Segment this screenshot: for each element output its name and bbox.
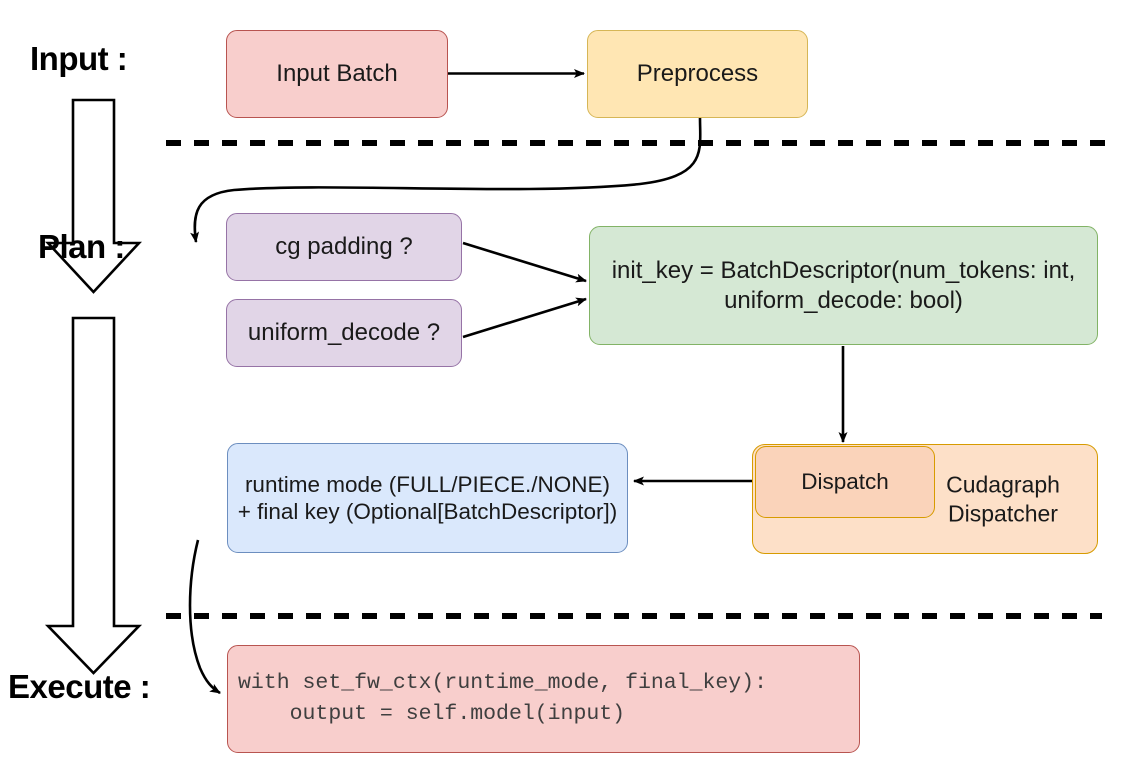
node-runtime-mode-line2: + final key (Optional[BatchDescriptor]) xyxy=(237,499,618,524)
node-init-key[interactable]: init_key = BatchDescriptor(num_tokens: i… xyxy=(589,226,1098,345)
arrow-cg-padding-to-init-key xyxy=(462,241,587,283)
node-cudagraph-dispatcher-label: Cudagraph Dispatcher xyxy=(921,470,1085,528)
node-init-key-line2: uniform_decode: bool) xyxy=(724,286,963,314)
plan-to-execute-arrow xyxy=(44,316,143,675)
cudagraph-dispatcher-line2: Dispatcher xyxy=(948,500,1058,526)
node-runtime-mode[interactable]: runtime mode (FULL/PIECE./NONE) + final … xyxy=(227,443,628,553)
node-dispatch[interactable]: Dispatch xyxy=(755,446,935,518)
node-init-key-line1: init_key = BatchDescriptor(num_tokens: i… xyxy=(611,257,1076,285)
node-runtime-mode-line1: runtime mode (FULL/PIECE./NONE) xyxy=(244,471,611,497)
arrow-uniform-decode-to-init-key xyxy=(462,297,587,339)
node-uniform-decode[interactable]: uniform_decode ? xyxy=(226,299,462,367)
execute-code-text: with set_fw_ctx(runtime_mode, final_key)… xyxy=(238,668,767,730)
node-cg-padding[interactable]: cg padding ? xyxy=(226,213,462,281)
node-cudagraph-dispatcher[interactable]: Cudagraph Dispatcher Dispatch xyxy=(752,444,1098,554)
arrow-runtime-mode-to-execute-code xyxy=(188,539,221,695)
node-preprocess[interactable]: Preprocess xyxy=(587,30,808,118)
node-input-batch[interactable]: Input Batch xyxy=(226,30,448,118)
stage-label-execute: Execute : xyxy=(8,668,151,705)
node-execute-code[interactable]: with set_fw_ctx(runtime_mode, final_key)… xyxy=(227,645,860,753)
cudagraph-dispatcher-line1: Cudagraph xyxy=(946,471,1060,498)
execute-code-line1: with set_fw_ctx(runtime_mode, final_key)… xyxy=(238,670,767,695)
stage-label-plan: Plan : xyxy=(38,228,125,265)
execute-code-line2: output = self.model(input) xyxy=(238,702,626,726)
stage-label-input: Input : xyxy=(30,40,128,77)
